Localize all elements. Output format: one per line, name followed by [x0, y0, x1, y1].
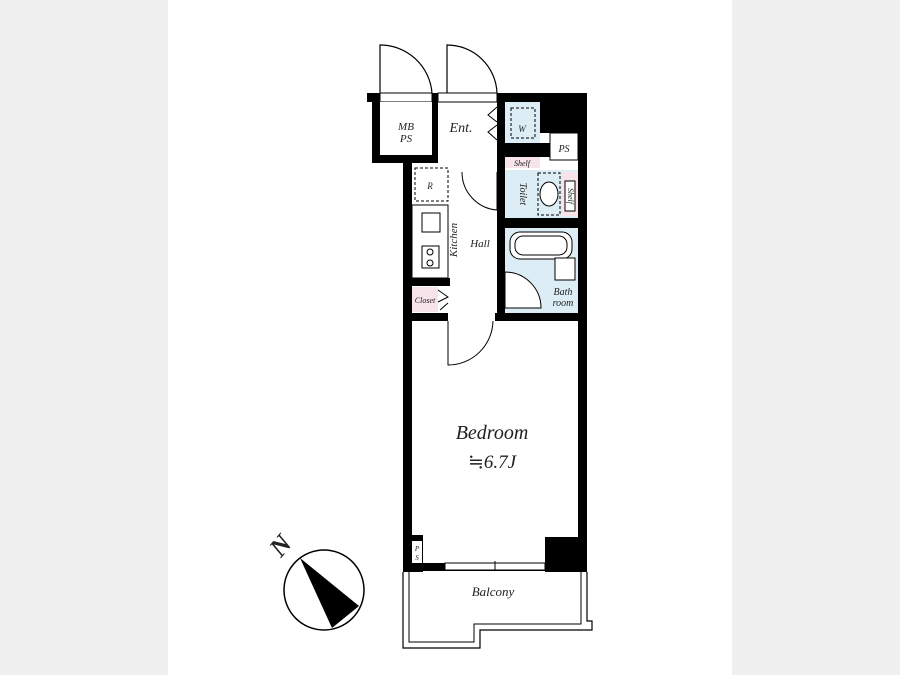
compass-north-label: N — [263, 528, 299, 563]
label-room: room — [553, 298, 574, 309]
label-ps-bottom-s: S — [415, 554, 419, 562]
label-toilet: Toilet — [517, 183, 528, 206]
label-closet: Closet — [415, 296, 436, 305]
balcony-outline — [402, 572, 593, 649]
mbps-room — [380, 102, 432, 155]
label-bedroom-size: ≒6.7J — [468, 452, 518, 473]
refrigerator-space — [414, 167, 449, 202]
label-ps: PS — [399, 133, 413, 145]
label-bath: Bath — [554, 287, 573, 298]
compass: N — [263, 528, 365, 631]
label-refrigerator: R — [426, 181, 433, 191]
label-ps-top: PS — [557, 144, 569, 155]
label-entrance: Ent. — [449, 121, 473, 136]
label-bedroom: Bedroom — [456, 422, 529, 444]
label-washer: W — [518, 124, 527, 134]
ps-top — [549, 132, 579, 161]
label-shelf-top: Shelf — [514, 159, 532, 168]
kitchen-counter — [411, 204, 449, 279]
shelf-top — [505, 157, 540, 168]
label-hall: Hall — [469, 238, 490, 250]
label-mb: MB — [397, 121, 414, 133]
label-ps-bottom-p: P — [414, 545, 420, 553]
compass-needle-icon — [300, 558, 359, 628]
label-kitchen: Kitchen — [448, 222, 460, 258]
label-balcony: Balcony — [472, 584, 515, 599]
entrance-doors — [379, 44, 498, 94]
label-shelf-toilet: Shelf — [566, 188, 575, 206]
closet — [412, 287, 438, 312]
